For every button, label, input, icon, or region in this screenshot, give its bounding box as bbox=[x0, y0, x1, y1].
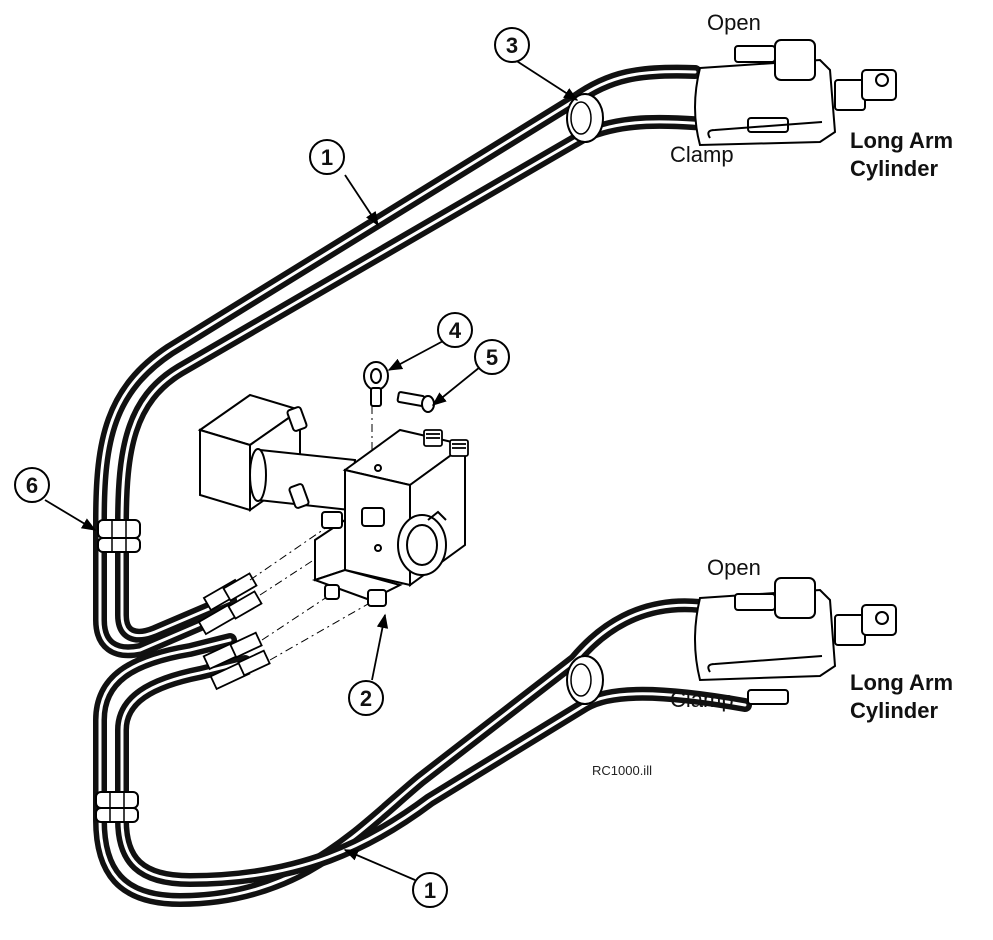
svg-text:1: 1 bbox=[321, 145, 333, 170]
top-long-arm-cylinder bbox=[694, 39, 897, 147]
screw-5 bbox=[396, 391, 435, 413]
bottom-cylinder-name-line1: Long Arm bbox=[850, 670, 953, 695]
bottom-hose-guide-upper bbox=[566, 655, 604, 705]
svg-text:6: 6 bbox=[26, 473, 38, 498]
eye-bolt-4 bbox=[363, 361, 389, 407]
callout-1-bottom: 1 bbox=[412, 872, 448, 908]
rotary-actuator-block bbox=[197, 393, 468, 607]
figure-id-label: RC1000.ill bbox=[592, 763, 652, 778]
svg-text:5: 5 bbox=[486, 345, 498, 370]
callout-1-top: 1 bbox=[309, 139, 345, 175]
bottom-hose-fittings bbox=[202, 631, 271, 691]
callout-4: 4 bbox=[437, 312, 473, 348]
bottom-long-arm-cylinder bbox=[694, 577, 897, 705]
callout-2: 2 bbox=[348, 680, 384, 716]
port-plugs bbox=[423, 429, 469, 457]
svg-text:3: 3 bbox=[506, 33, 518, 58]
top-cylinder-name-line2: Cylinder bbox=[850, 156, 938, 181]
callout-3: 3 bbox=[494, 27, 530, 63]
bottom-hose-assembly bbox=[93, 598, 752, 908]
svg-text:1: 1 bbox=[424, 878, 436, 903]
top-cylinder-name-line1: Long Arm bbox=[850, 128, 953, 153]
callout-leaders bbox=[44, 57, 579, 881]
top-hose-assembly bbox=[93, 64, 752, 659]
callout-5: 5 bbox=[474, 339, 510, 375]
top-open-label: Open bbox=[707, 10, 761, 35]
svg-text:4: 4 bbox=[449, 318, 462, 343]
top-clamp-label: Clamp bbox=[670, 142, 734, 167]
svg-text:2: 2 bbox=[360, 686, 372, 711]
bottom-cylinder-name-line2: Cylinder bbox=[850, 698, 938, 723]
hose-guide-6 bbox=[97, 519, 141, 553]
bottom-hose-guide-lower bbox=[95, 791, 139, 823]
callout-6: 6 bbox=[14, 467, 50, 503]
top-hose-fittings bbox=[197, 572, 263, 636]
hose-guide-3 bbox=[566, 93, 604, 143]
bottom-clamp-label: Clamp bbox=[670, 687, 734, 712]
bottom-open-label: Open bbox=[707, 555, 761, 580]
